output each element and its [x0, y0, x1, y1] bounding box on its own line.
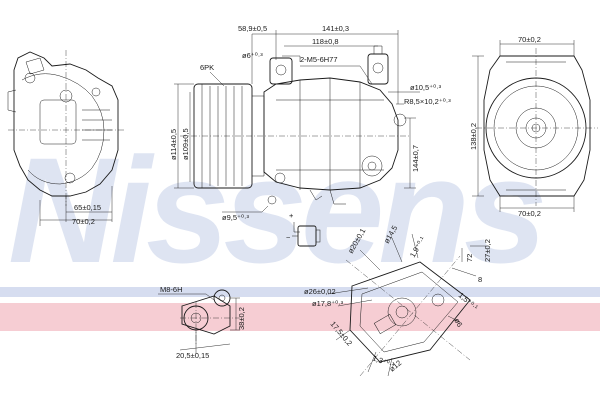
dim-r8-5: R8,5×10,2⁺⁰·³ — [404, 97, 451, 106]
dim-38: 38±0,2 — [237, 307, 246, 330]
connector-plus: + — [289, 211, 294, 220]
dim-6-plus: ø6⁺⁰·³ — [242, 51, 263, 60]
dim-141: 141±0,3 — [322, 24, 349, 33]
dim-114: ø114±0,5 — [169, 129, 178, 160]
stripe-red — [0, 303, 600, 331]
connector-detail: + − — [286, 211, 321, 247]
dim-8: 8 — [478, 275, 482, 284]
dim-9-5: ø9,5⁺⁰·³ — [222, 213, 249, 222]
main-front-view: ø114±0,5 ø109±0,5 58,9±0,5 141±0,3 118±0… — [169, 24, 451, 222]
mount-detail: M8-6H 20,5±0,15 38±0,2 — [158, 285, 246, 360]
dim-10-5: ø10,5⁺⁰·³ — [410, 83, 442, 92]
connector-minus: − — [286, 233, 291, 242]
left-side-view: 65±0,15 70±0,2 — [7, 50, 125, 226]
dim-65: 65±0,15 — [74, 203, 101, 212]
dim-118: 118±0,8 — [312, 37, 339, 46]
thread-m5: 2-M5-6H77 — [300, 55, 338, 64]
dim-144: 144±0,7 — [411, 145, 420, 172]
dim-109: ø109±0,5 — [181, 128, 190, 160]
dim-70-top: 70±0,2 — [518, 35, 541, 44]
thread-m8: M8-6H — [160, 285, 183, 294]
belt-6pk: 6PK — [200, 63, 214, 72]
dim-20-5: 20,5±0,15 — [176, 351, 209, 360]
dim-70-bottom: 70±0,2 — [518, 209, 541, 218]
dim-138: 138±0,2 — [469, 123, 478, 150]
dim-58-9: 58,9±0,5 — [238, 24, 267, 33]
right-end-view: 70±0,2 70±0,2 138±0,2 — [469, 35, 598, 218]
dim-72: 72 — [465, 254, 474, 262]
watermark-logo: Nissens — [8, 126, 543, 294]
dim-27: 27±0,2 — [483, 239, 492, 262]
dim-70-left: 70±0,2 — [72, 217, 95, 226]
dim-26: ø26±0,02 — [304, 287, 336, 296]
dim-6b: ø6 — [452, 317, 464, 329]
stripe-blue — [0, 287, 600, 297]
dim-17-8: ø17,8⁺⁰·³ — [312, 299, 344, 308]
